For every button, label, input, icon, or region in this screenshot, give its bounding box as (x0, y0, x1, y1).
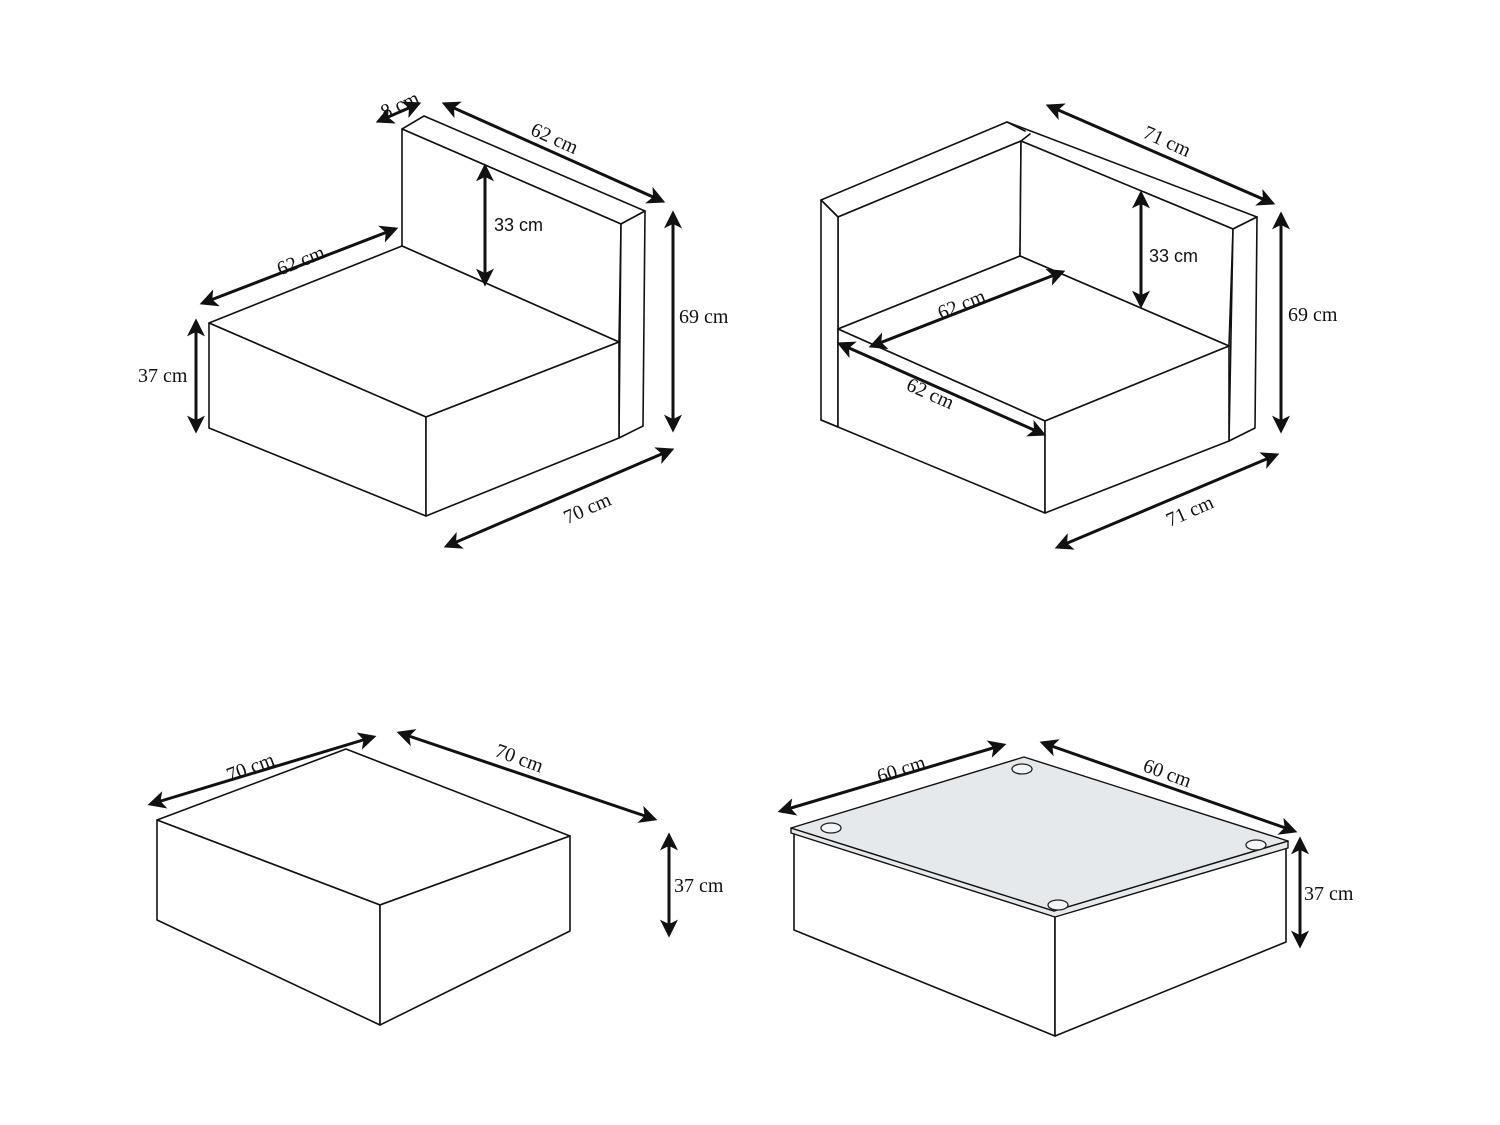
label-backrest-height: 33 cm (1149, 246, 1198, 266)
label-total-width: 71 cm (1163, 491, 1218, 531)
backrest-side-face (618, 210, 646, 439)
label-backrest-height: 33 cm (494, 215, 543, 235)
label-seat-height: 37 cm (138, 365, 188, 387)
dim-arrow-width-right (396, 729, 658, 823)
dim-arrow-backrest-thickness (375, 101, 422, 124)
label-total-height: 69 cm (1288, 304, 1338, 326)
label-backrest-thickness: 8 cm (377, 87, 422, 123)
dim-arrow-total-width (443, 447, 675, 549)
dim-arrow-seat-depth-front (836, 341, 1047, 437)
dim-arrow-width-right (1039, 739, 1298, 835)
dim-arrow-width-left (777, 740, 1007, 816)
glass-hole-right (1245, 839, 1267, 851)
label-height: 37 cm (674, 875, 724, 897)
dim-arrow-backrest-width (441, 101, 666, 204)
label-seat-depth: 62 cm (274, 241, 328, 280)
right-arm-edge (1228, 216, 1258, 442)
dim-arrow-total-width (1054, 452, 1280, 550)
ottoman: 70 cm 70 cm 37 cm (147, 729, 724, 1026)
left-arm-edge (820, 199, 839, 428)
label-total-height: 69 cm (679, 306, 729, 328)
label-height: 37 cm (1304, 883, 1354, 905)
dim-arrow-seat-depth-back (868, 268, 1066, 350)
glass-hole-front (1047, 899, 1069, 911)
ottoman-right-face (379, 835, 571, 1026)
glass-hole-back (1011, 763, 1033, 775)
glass-hole-left (820, 822, 842, 834)
label-width-left: 60 cm (874, 751, 928, 787)
corner-sofa-module: 71 cm 33 cm 69 cm 62 cm 62 cm 71 cm (820, 103, 1338, 550)
dim-arrow-width-left (147, 732, 377, 809)
coffee-table-glass-top: 60 cm 60 cm 37 cm (777, 739, 1354, 1037)
dim-arrow-back-width (1045, 103, 1276, 206)
middle-sofa-module: 8 cm 62 cm 33 cm 62 cm 37 cm 69 cm 70 cm (138, 87, 729, 549)
dim-arrow-seat-depth (199, 225, 399, 307)
